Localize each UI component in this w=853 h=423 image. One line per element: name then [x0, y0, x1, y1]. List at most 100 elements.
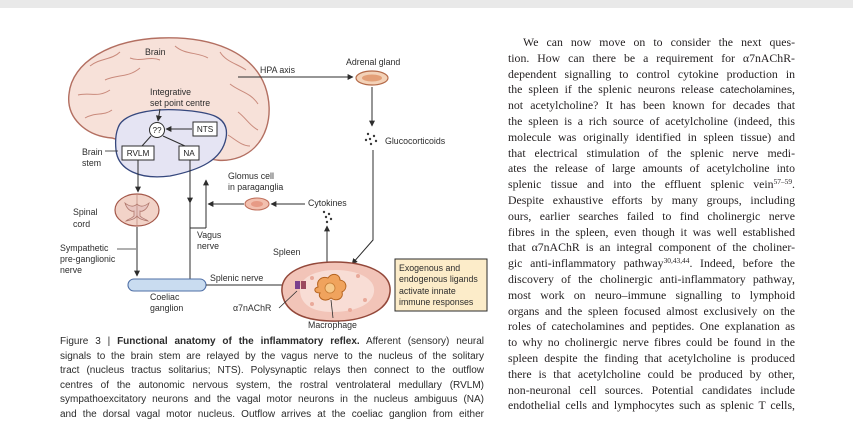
- brain-label: Brain: [145, 47, 166, 57]
- receptor-leader: [278, 290, 298, 309]
- spleen-pulp-dot: [356, 274, 360, 278]
- question-marks: ??: [152, 126, 162, 135]
- rvlm-label: RVLM: [127, 149, 150, 158]
- receptor-label: α7nAChR: [233, 303, 271, 313]
- body-text-segment: .: [792, 177, 795, 192]
- caption-title: Functional anatomy of the inflammatory r…: [117, 336, 360, 347]
- body-text-line: ours, earlier searches failed to find ch…: [508, 208, 795, 223]
- brain-gyrus: [174, 45, 209, 59]
- body-text-line: ates the release of large amounts of ace…: [508, 161, 795, 176]
- body-text-line: roles of catecholamines and peptides. On…: [508, 319, 795, 334]
- brain-gyrus: [237, 111, 259, 131]
- body-text-line: discovery of the cholinergic anti-inflam…: [508, 271, 795, 286]
- body-text-line: not acetylcholine? It has been known for…: [508, 98, 795, 113]
- adrenal-gland-label: Adrenal gland: [346, 57, 400, 67]
- nts-label: NTS: [197, 125, 214, 134]
- spleen-pulp-dot: [310, 302, 314, 306]
- ligands-box-line3: activate innate: [399, 286, 456, 296]
- sympathetic-nerve-label-line3: nerve: [60, 265, 82, 275]
- cytokines-label: Cytokines: [308, 198, 347, 208]
- body-text-line: most work on neuro–immune signalling to …: [508, 287, 795, 302]
- integrative-label-line2: set point centre: [150, 98, 210, 108]
- glomus-cell-label-line2: in paraganglia: [228, 182, 283, 192]
- cytokine-dot: [325, 220, 329, 224]
- spleen-white-pulp: [310, 274, 367, 312]
- body-text-line: the spleen is a rich source of acetylcho…: [508, 113, 795, 128]
- caption-line: tract (nucleus tractus solitarius; NTS).…: [60, 365, 484, 377]
- ligands-box-line4: immune responses: [399, 297, 474, 307]
- body-text-line: that α7nAChR is an integral component of…: [508, 240, 795, 255]
- cytokine-dot: [324, 215, 328, 219]
- spleen-label: Spleen: [273, 247, 300, 257]
- glucocorticoid-dot: [366, 132, 370, 136]
- integrative-label-line1: Integrative: [150, 87, 191, 97]
- ligands-box-line1: Exogenous and: [399, 263, 460, 273]
- body-text-segment: gic anti-inflammatory pathway: [508, 256, 664, 271]
- ligands-box: [394, 258, 488, 312]
- na-box: [178, 145, 200, 161]
- body-text-line: there is that acetylcholine could be pro…: [508, 366, 795, 381]
- alpha7-receptor: [295, 281, 300, 289]
- citation-superscript: 57–59: [773, 177, 793, 187]
- body-text-line: fibres in the spleen, even though it was…: [508, 224, 795, 239]
- brain-gyrus: [104, 67, 141, 81]
- glucocorticoid-dot: [369, 142, 373, 146]
- macrophage-leader: [330, 299, 334, 319]
- inflammatory-reflex-figure: Brain Integrative set point centre ?? NT…: [60, 37, 488, 330]
- glucocorticoid-dot: [364, 138, 368, 142]
- body-text-line: endothelial cells and lymphocytes such a…: [508, 398, 795, 413]
- brain-gyrus: [227, 134, 251, 147]
- vagus-nerve-label-line1: Vagus: [197, 230, 222, 240]
- cytokine-dot: [322, 210, 326, 214]
- caption-line: and the dorsal vagal motor nucleus. Outf…: [60, 408, 484, 420]
- coeliac-ganglion-label-line1: Coeliac: [150, 292, 180, 302]
- body-text-line: We can now move on to consider the next …: [523, 35, 795, 49]
- body-text-line: to why no cholinergic nerve fibres could…: [508, 335, 795, 350]
- glucocorticoid-molecules: [364, 132, 378, 146]
- caption-text: Afferent (sensory) neural: [366, 336, 485, 347]
- glucocorticoid-dot: [372, 134, 376, 138]
- caption-line: signals to the brain stem are relayed by…: [60, 350, 484, 362]
- coeliac-ganglion-label-line2: ganglion: [150, 303, 183, 313]
- sympathetic-nerve-label-line2: pre-ganglionic: [60, 254, 116, 264]
- body-text-segment: splenic tissue and into the effluent spl…: [508, 177, 774, 192]
- body-text-line: gic anti-inflammatory pathway30,43,44. I…: [508, 256, 795, 272]
- body-text-line: that electrical stimulation of the splen…: [508, 145, 795, 160]
- cytokine-molecules: [322, 210, 333, 224]
- body-text-segment: . Indeed, before the: [689, 256, 795, 271]
- spinal-cord-label-line2: cord: [73, 219, 90, 229]
- body-text-line: dependent signalling to control cytokine…: [508, 66, 795, 81]
- top-margin-strip: [0, 0, 853, 8]
- cytokine-dot: [329, 217, 333, 221]
- spleen-pulp-dot: [348, 308, 352, 312]
- brain-gyri: [77, 45, 259, 147]
- body-text-column: We can now move on to consider the next …: [508, 35, 795, 414]
- body-text-line: organs and the spleen focused almost exc…: [508, 303, 795, 318]
- vagus-nerve-label-line2: nerve: [197, 241, 219, 251]
- cytokine-dot: [327, 212, 331, 216]
- sympathetic-nerve-label-line1: Sympathetic: [60, 243, 109, 253]
- body-text-line: splenic tissue and into the effluent spl…: [508, 177, 795, 193]
- brain-stem-label-line1: Brain: [82, 147, 103, 157]
- brain-gyrus: [219, 51, 247, 71]
- na-label: NA: [183, 149, 195, 158]
- caption-line: sympathoexcitatory neurons and the vagal…: [60, 394, 484, 406]
- body-text-line: tion. How can there be a requirement for…: [508, 50, 795, 65]
- body-text-segment: ,: [792, 82, 795, 97]
- body-text-line: molecule was originally identified in sp…: [508, 129, 795, 144]
- splenic-nerve-label: Splenic nerve: [210, 273, 263, 283]
- caption-figure-number: Figure 3 |: [60, 336, 111, 347]
- coeliac-ganglion-shape: [127, 278, 207, 292]
- body-text-line: the spleen if the splenic neurons releas…: [508, 82, 795, 98]
- caption-line: Figure 3 | Functional anatomy of the inf…: [60, 335, 484, 350]
- body-text-segment: the spleen if the splenic neurons releas…: [508, 82, 720, 97]
- integrative-centre-circle: [149, 122, 165, 138]
- brain-gyrus: [129, 57, 161, 61]
- glucocorticoids-to-spleen-arrow: [351, 150, 374, 265]
- spleen-pulp-dot: [310, 276, 314, 280]
- macrophage-nucleus: [324, 282, 336, 294]
- spleen-pulp-dot: [363, 298, 367, 302]
- body-text-line: Despite exhaustive efforts by many group…: [508, 192, 795, 207]
- figure-caption: Figure 3 | Functional anatomy of the inf…: [60, 335, 484, 423]
- glucocorticoid-dot: [368, 137, 372, 141]
